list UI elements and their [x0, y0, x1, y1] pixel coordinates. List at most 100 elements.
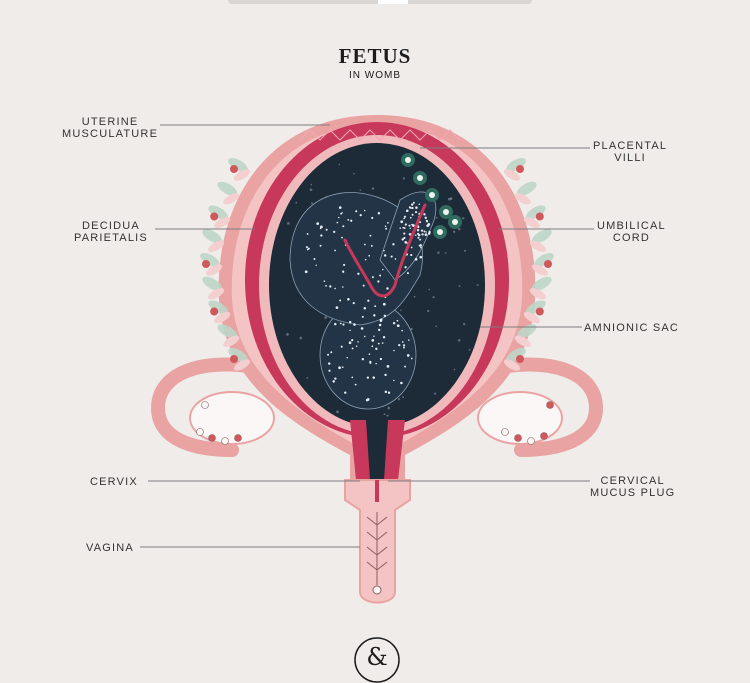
- fetus-star: [363, 335, 366, 338]
- cervix-canal: [366, 420, 388, 480]
- ovary-flower: [514, 434, 522, 442]
- sac-star: [387, 406, 391, 410]
- fetus-star: [428, 230, 431, 234]
- fetus-star: [409, 216, 412, 219]
- fetus-star: [417, 226, 420, 229]
- fetus-star: [398, 343, 401, 347]
- fetus-star: [418, 233, 420, 236]
- fetus-star: [306, 248, 309, 251]
- sac-star: [435, 216, 438, 219]
- fetus-star: [419, 238, 422, 241]
- sac-star: [371, 187, 375, 190]
- fetus-star: [363, 209, 366, 212]
- fetus-star: [350, 219, 353, 222]
- sac-star: [299, 336, 303, 340]
- fetus-star: [409, 227, 412, 229]
- fetus-star: [305, 246, 308, 249]
- sac-star: [383, 413, 386, 416]
- petal-leaf: [503, 169, 521, 181]
- fetus-star: [319, 227, 322, 230]
- top-bar: [228, 0, 532, 4]
- fetus-star: [415, 206, 418, 209]
- petal-leaf: [523, 216, 540, 229]
- fetus-star: [371, 216, 374, 220]
- villi-flower: [452, 219, 458, 225]
- fallopian-tubes: [150, 357, 604, 457]
- fetus-star: [371, 339, 375, 342]
- flower: [210, 212, 219, 221]
- fetus-star: [386, 287, 389, 290]
- ovary-flower: [546, 401, 554, 409]
- sac-star: [444, 252, 447, 254]
- leaf: [208, 300, 229, 315]
- fetus-star: [338, 216, 340, 219]
- flower: [202, 260, 210, 268]
- fetus-star: [400, 220, 404, 224]
- fetus-star: [320, 234, 323, 237]
- fetus-star: [384, 373, 387, 377]
- villi-flower: [429, 192, 435, 198]
- fetus-star: [369, 234, 372, 237]
- sac-star: [309, 188, 313, 192]
- fetus-star: [403, 232, 406, 235]
- label-cervix: CERVIX: [90, 476, 138, 488]
- fetus-star: [374, 305, 377, 308]
- fetus-star: [382, 268, 384, 271]
- fetus-star: [327, 353, 330, 356]
- fetus-star: [365, 398, 369, 402]
- fetus-star: [375, 347, 378, 351]
- petal-leaf: [531, 264, 549, 276]
- fetus-star: [369, 360, 372, 364]
- fetus-star: [319, 244, 322, 247]
- fetus-star: [417, 236, 420, 239]
- sac-star: [310, 202, 313, 205]
- sac-star: [306, 377, 309, 379]
- fetus-star: [408, 224, 411, 227]
- fetus-star: [332, 380, 335, 383]
- fetus-star: [403, 236, 406, 240]
- villi-flower: [437, 229, 443, 235]
- flower: [516, 165, 524, 173]
- fetus-star: [412, 201, 415, 204]
- sac-star: [453, 368, 456, 371]
- sac-star: [447, 197, 451, 201]
- placenta-pattern: [299, 129, 461, 141]
- sac-star: [359, 189, 362, 191]
- fetus-star: [342, 225, 345, 228]
- fetus-star: [393, 379, 395, 382]
- fetus-star: [385, 227, 388, 230]
- fetus-star: [396, 324, 400, 328]
- fetus-star: [411, 213, 414, 216]
- fetus-star: [347, 297, 350, 301]
- leaf: [516, 324, 537, 339]
- fetus-star: [364, 243, 366, 246]
- fetus-star: [423, 213, 426, 216]
- fetus-star: [323, 280, 326, 282]
- ovary-flowers: [196, 401, 554, 445]
- fetus-star: [386, 365, 390, 368]
- fetus-star: [425, 231, 427, 233]
- fetus-star: [406, 354, 410, 357]
- sac-star: [353, 172, 355, 175]
- umbilical-cord: [343, 203, 427, 298]
- right-foliage: [503, 158, 554, 371]
- placental-villi: [401, 153, 462, 239]
- fetus-star: [406, 272, 409, 275]
- sac-star: [476, 284, 479, 287]
- flower: [210, 307, 219, 316]
- fetus-star: [393, 349, 395, 352]
- fetus-star: [335, 306, 339, 309]
- petal-leaf: [529, 240, 546, 252]
- fetus-star: [379, 318, 383, 322]
- leaf: [516, 181, 537, 196]
- label-amnionic-sac: AMNIONIC SAC: [584, 322, 680, 334]
- sac-star: [428, 288, 431, 291]
- petal-leaf: [223, 193, 240, 205]
- left-fallopian-tube: [150, 357, 277, 457]
- fetus-star: [404, 266, 407, 269]
- diagram-subtitle: IN WOMB: [349, 70, 401, 81]
- sac-star: [437, 251, 440, 255]
- fetus-star: [384, 390, 388, 394]
- fetus-star: [340, 212, 342, 215]
